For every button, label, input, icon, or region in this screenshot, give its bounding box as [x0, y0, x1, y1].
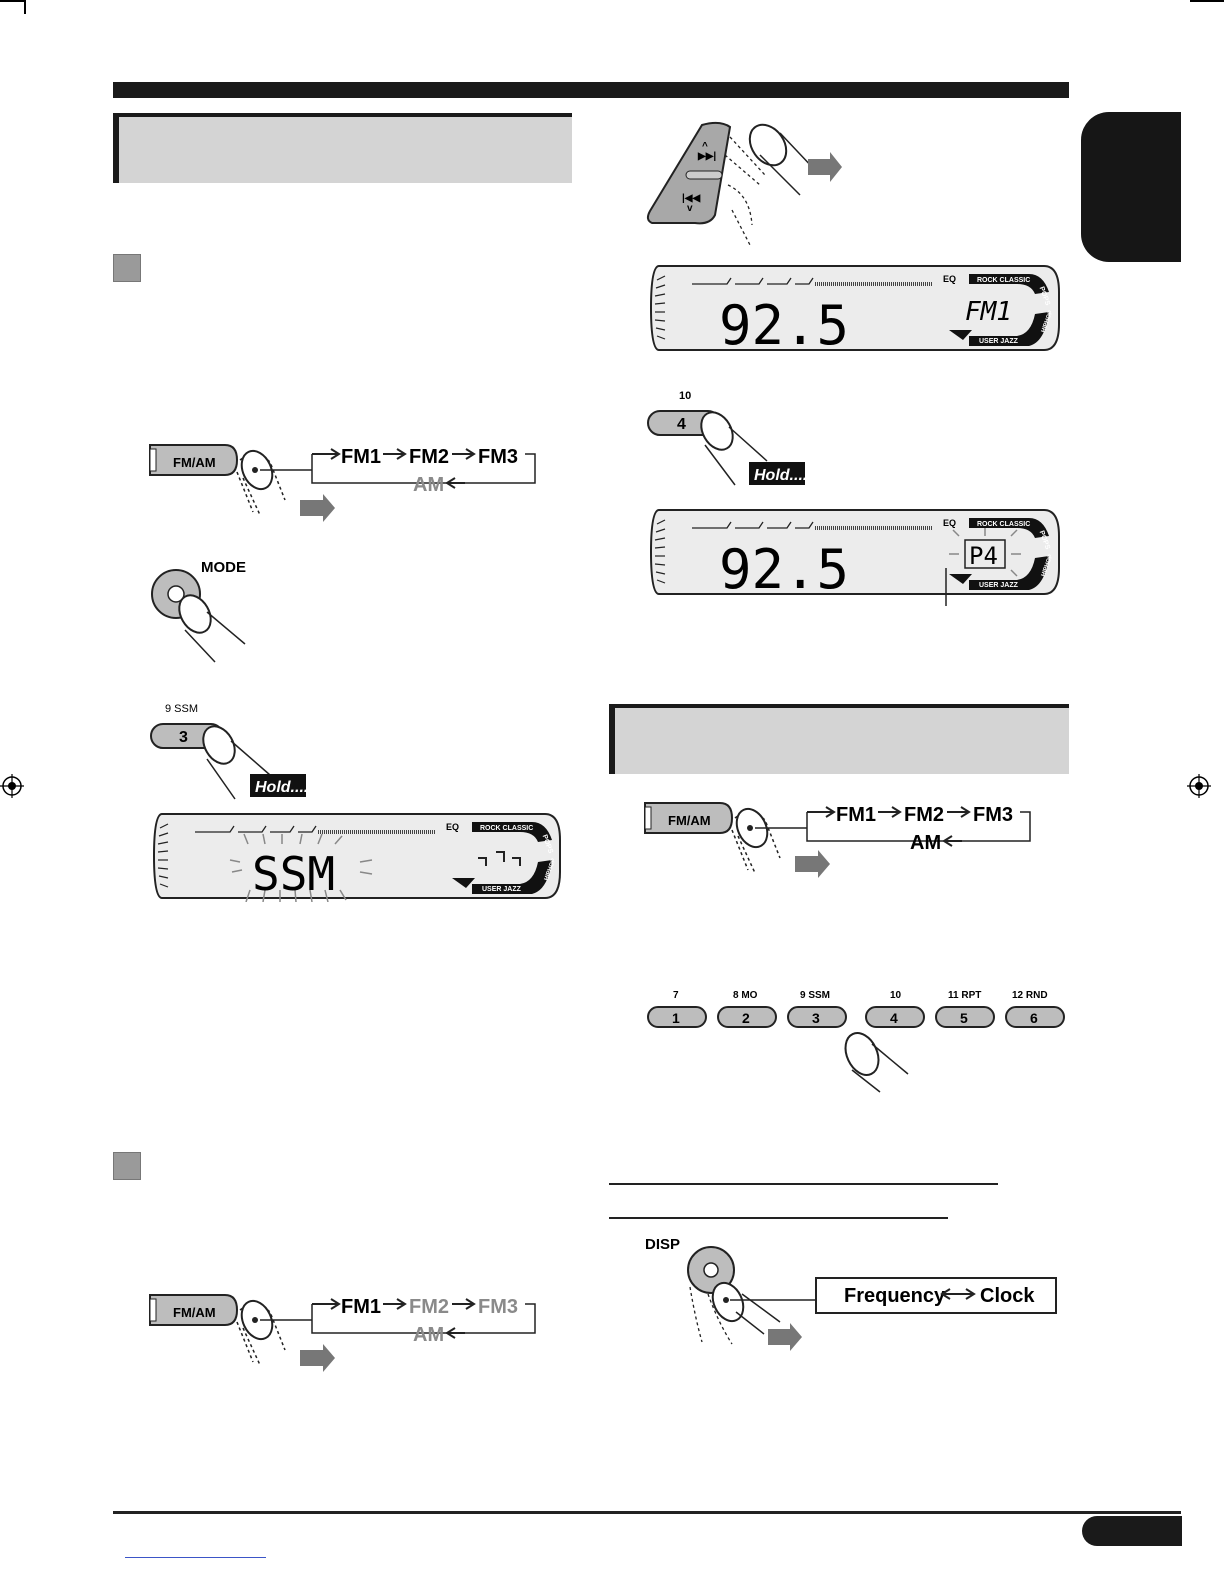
band-fm2-2: FM2	[409, 1296, 449, 1318]
disp-label: DISP	[645, 1236, 680, 1253]
preset-1-key: 1	[672, 1010, 680, 1026]
lcd-display-preset: EQ ROCK CLASSIC POPS USER JAZZ HIPHOP 92…	[649, 509, 1060, 606]
hold-badge-2: Hold....	[754, 467, 807, 484]
preset-3-key: 3	[812, 1010, 820, 1026]
skip-forward-icon: ▶▶|	[697, 151, 716, 162]
fm-am-button-label-2: FM/AM	[173, 1305, 216, 1320]
preset-button-5[interactable]: 11 RPT 5	[935, 990, 995, 1028]
preset-1-sub-label: 7	[673, 990, 679, 1001]
prev-icon: v	[687, 203, 693, 214]
band-cycle-figure-2: FM/AM FM1 FM2 FM3 AM	[149, 1294, 536, 1372]
lcd-rock-classic-3: ROCK CLASSIC	[977, 521, 1030, 528]
band-fm1-3: FM1	[836, 804, 876, 826]
band-fm2-3: FM2	[904, 804, 944, 826]
page-number-tab	[1082, 1516, 1182, 1546]
band-fm3: FM3	[478, 446, 518, 468]
lcd-user-jazz-2: USER JAZZ	[979, 338, 1019, 345]
lcd-rock-classic-1: ROCK CLASSIC	[480, 825, 533, 832]
preset-button-1[interactable]: 7 1	[647, 990, 707, 1028]
preset3-sub-label: 9 SSM	[165, 703, 198, 715]
step-bullet-1	[113, 254, 141, 282]
next-icon: ^	[702, 141, 708, 152]
preset3-key: 3	[179, 729, 188, 746]
section-heading-box-right	[609, 704, 1069, 774]
hold-badge-1: Hold....	[255, 779, 308, 796]
lcd-eq-1: EQ	[446, 822, 459, 832]
preset-5-key: 5	[960, 1010, 968, 1026]
band-am-3: AM	[910, 832, 941, 854]
fm-am-button-label-3: FM/AM	[668, 813, 711, 828]
preset-6-sub-label: 12 RND	[1012, 990, 1048, 1001]
lcd-ssm-text: SSM	[252, 847, 335, 901]
preset-button-4[interactable]: 10 4	[865, 990, 925, 1028]
mode-button-figure: MODE	[151, 559, 246, 663]
lcd-frequency-1: 92.5	[719, 294, 849, 354]
preset-button-6[interactable]: 12 RND 6	[1005, 990, 1065, 1028]
preset-2-sub-label: 8 MO	[733, 990, 758, 1001]
footer-rule	[113, 1511, 1181, 1514]
footer-link-line	[125, 1557, 266, 1558]
preset-5-sub-label: 11 RPT	[948, 990, 981, 1001]
registration-mark-right	[1187, 774, 1211, 798]
lcd-rock-classic-2: ROCK CLASSIC	[977, 277, 1030, 284]
preset-4-sub-label: 10	[890, 990, 902, 1001]
preset-4-key: 4	[890, 1010, 898, 1026]
ssm-hold-figure: 9 SSM 3 Hold....	[150, 703, 308, 800]
step-bullet-2	[113, 1152, 141, 1180]
preset4-key: 4	[677, 416, 686, 433]
band-fm1: FM1	[341, 446, 381, 468]
lcd-band-fm1: FM1	[965, 297, 1012, 327]
fm-am-button-label: FM/AM	[173, 455, 216, 470]
preset-2-key: 2	[742, 1010, 750, 1026]
lcd-preset-p4: P4	[969, 542, 998, 570]
lcd-display-ssm: EQ ROCK CLASSIC POPS USER JAZZ HIPHOP SS…	[152, 813, 561, 902]
section-heading-box-left	[113, 113, 572, 183]
band-fm1-2: FM1	[341, 1296, 381, 1318]
skip-back-icon: |◀◀	[682, 193, 700, 204]
disp-frequency: Frequency	[844, 1285, 946, 1307]
preset-button-3[interactable]: 9 SSM 3	[787, 990, 847, 1028]
registration-mark-left	[0, 774, 24, 798]
lcd-eq-2: EQ	[943, 274, 956, 284]
band-cycle-figure-1: FM/AM FM1 FM2 FM3 AM	[149, 444, 536, 522]
disp-toggle-figure: DISP Frequency Clock	[645, 1236, 1057, 1351]
preset-3-sub-label: 9 SSM	[800, 990, 830, 1001]
band-cycle-figure-3: FM/AM FM1 FM2 FM3 AM	[644, 802, 1031, 878]
mode-label: MODE	[201, 559, 246, 576]
seek-control-figure: ^ ▶▶| |◀◀ v	[646, 121, 842, 246]
band-fm3-3: FM3	[973, 804, 1013, 826]
band-fm3-2: FM3	[478, 1296, 518, 1318]
header-bar	[113, 82, 1069, 98]
lcd-eq-3: EQ	[943, 518, 956, 528]
band-fm2: FM2	[409, 446, 449, 468]
lcd-user-jazz-3: USER JAZZ	[979, 582, 1019, 589]
preset-buttons-row: 7 1 8 MO 2 9 SSM 3 10 4 11 RPT 5 12 RND …	[647, 990, 1065, 1093]
lcd-display-fm1: EQ ROCK CLASSIC POPS USER JAZZ HIPHOP 92…	[649, 265, 1060, 354]
lcd-frequency-2: 92.5	[719, 538, 849, 601]
preset4-sub-label: 10	[679, 390, 691, 402]
preset4-hold-figure: 10 4 Hold....	[647, 390, 807, 486]
band-am-2: AM	[413, 1324, 444, 1346]
underline-rule-2	[609, 1217, 948, 1219]
language-tab	[1081, 112, 1181, 262]
preset-button-2[interactable]: 8 MO 2	[717, 990, 777, 1028]
disp-clock: Clock	[980, 1285, 1035, 1307]
underline-rule-1	[609, 1183, 998, 1185]
lcd-user-jazz-1: USER JAZZ	[482, 886, 522, 893]
preset-6-key: 6	[1030, 1010, 1038, 1026]
band-am: AM	[413, 474, 444, 496]
